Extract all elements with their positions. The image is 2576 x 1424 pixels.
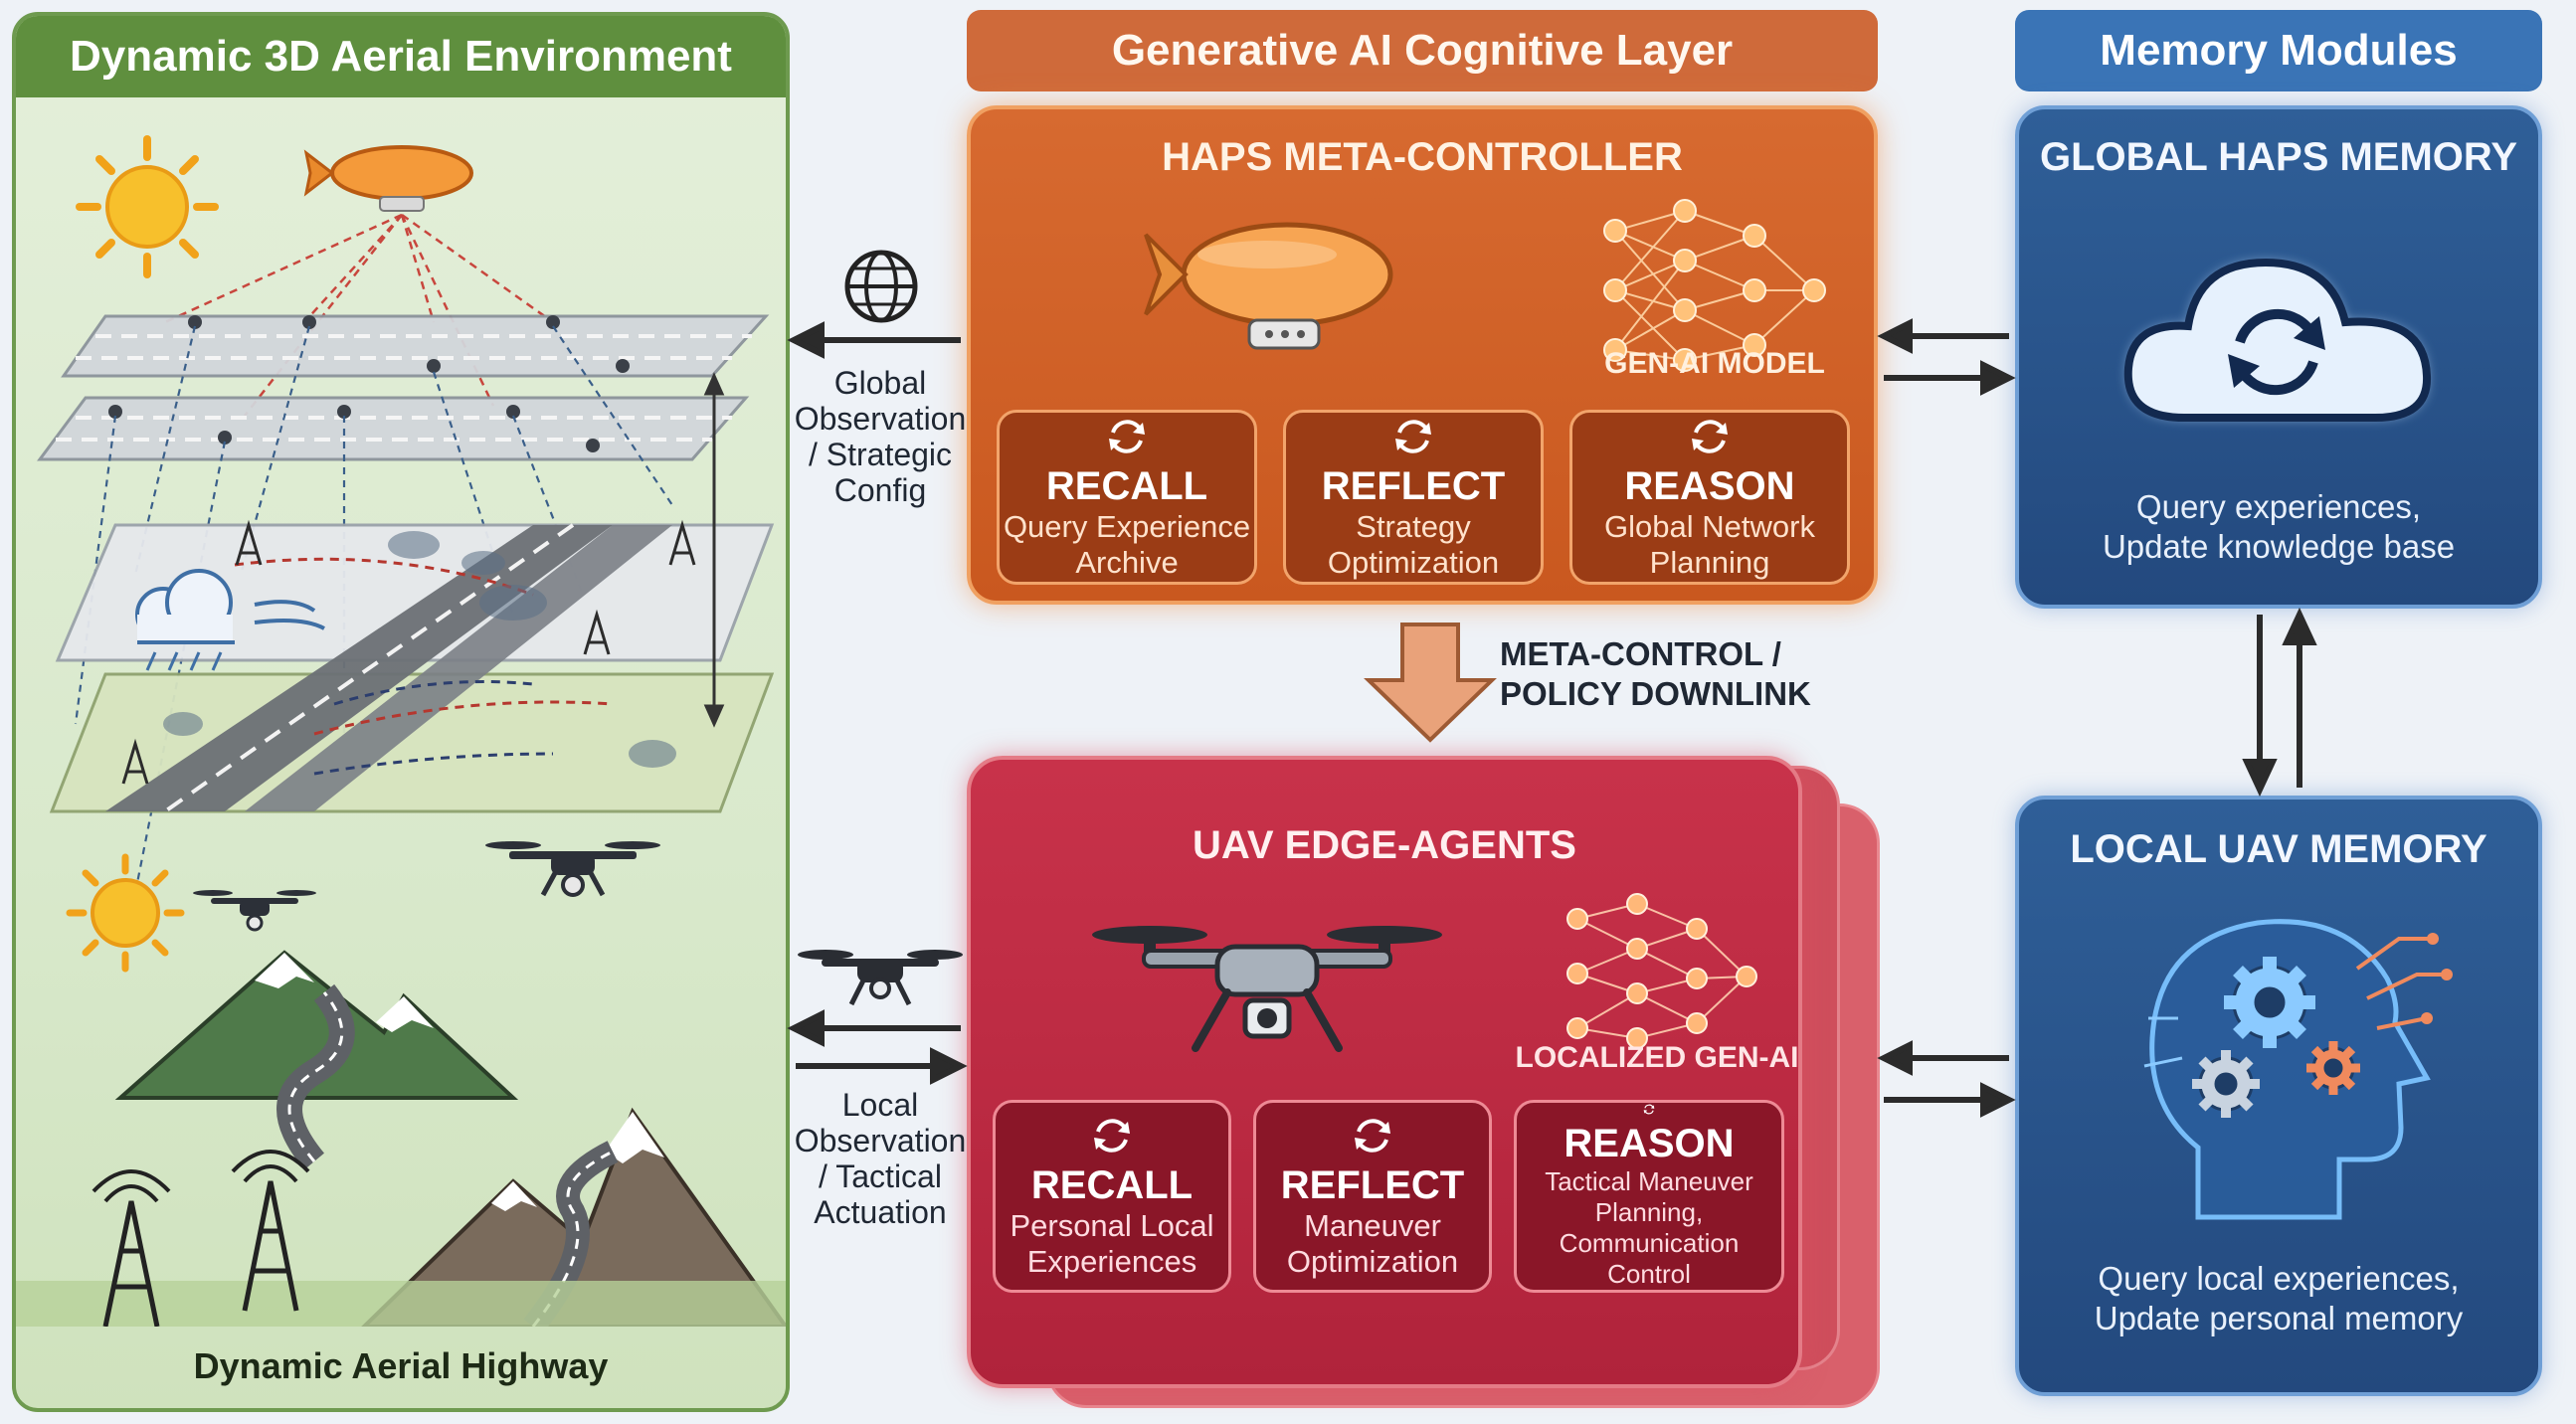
- environment-illustration: [16, 135, 786, 1327]
- haps-recall-card: RECALL Query Experience Archive: [997, 410, 1257, 585]
- global-memory-line1: Query experiences,: [2135, 488, 2422, 525]
- cell-tower-icon: [121, 519, 696, 785]
- uav-reflect-card: REFLECT Maneuver Optimization: [1253, 1100, 1492, 1293]
- haps-reflect-title: REFLECT: [1321, 463, 1506, 508]
- haps-recall-title: RECALL: [1045, 463, 1208, 508]
- local-memory-title: LOCAL UAV MEMORY: [2070, 826, 2487, 871]
- airship-icon: [1144, 222, 1393, 350]
- uav-reason-title: REASON: [1564, 1122, 1735, 1165]
- refresh-icon: [1355, 1118, 1390, 1153]
- global-obs-line4: Config: [833, 472, 927, 508]
- drone-icon: [798, 950, 963, 1006]
- haps-reflect-line2: Optimization: [1327, 544, 1500, 580]
- airship-icon: [303, 145, 473, 212]
- global-memory-title: GLOBAL HAPS MEMORY: [2039, 134, 2518, 179]
- cloud-sync-icon: [2123, 258, 2432, 422]
- global-memory-line2: Update knowledge base: [2102, 528, 2456, 565]
- haps-reason-title: REASON: [1624, 463, 1795, 508]
- local-obs-line3: / Tactical: [819, 1158, 942, 1194]
- local-uav-memory: LOCAL UAV MEMORY Query local experiences…: [2015, 796, 2542, 1396]
- drone-icon: [1092, 926, 1442, 1052]
- haps-recall-line1: Query Experience: [1003, 508, 1251, 544]
- uav-reflect-line2: Optimization: [1286, 1243, 1459, 1279]
- uav-edge-agents: UAV EDGE-AGENTS LOCALIZED GEN-AI RECALL: [967, 756, 1802, 1388]
- haps-recall-line2: Archive: [1075, 544, 1179, 580]
- haps-reason-card: REASON Global Network Planning: [1569, 410, 1850, 585]
- local-memory-desc: Query local experiences, Update personal…: [2019, 1249, 2538, 1348]
- environment-panel: Dynamic 3D Aerial Environment: [12, 12, 790, 1412]
- global-obs-line3: / Strategic: [808, 437, 953, 472]
- sun-icon: [66, 853, 185, 973]
- drone-icon: [193, 890, 316, 932]
- haps-reflect-card: REFLECT Strategy Optimization: [1283, 410, 1544, 585]
- downlink-arrow: [1364, 623, 1497, 743]
- uav-reason-line2: Planning,: [1594, 1197, 1704, 1227]
- global-obs-line1: Global: [833, 365, 927, 401]
- brain-gears-icon: [2143, 919, 2453, 1220]
- haps-reflect-line1: Strategy: [1356, 508, 1471, 544]
- uav-reason-line1: Tactical Maneuver: [1545, 1166, 1753, 1196]
- refresh-icon: [1692, 419, 1728, 453]
- uav-reflect-line1: Maneuver: [1304, 1207, 1441, 1243]
- observation-rays: [164, 213, 554, 417]
- sun-icon: [76, 135, 219, 278]
- cognitive-layer-title: Generative AI Cognitive Layer: [967, 10, 1878, 91]
- uav-recall-title: RECALL: [1030, 1162, 1194, 1207]
- haps-reason-line1: Global Network: [1604, 508, 1815, 544]
- global-obs-line2: Observation: [794, 401, 967, 437]
- local-obs-line2: Observation: [794, 1123, 967, 1158]
- uav-reason-line3: Communication Control: [1559, 1228, 1740, 1289]
- storm-cloud-icon: [135, 569, 325, 671]
- global-observation-label: Global Observation / Strategic Config: [786, 362, 975, 511]
- local-obs-line4: Actuation: [814, 1194, 947, 1230]
- uav-recall-line1: Personal Local: [1010, 1207, 1214, 1243]
- local-memory-line1: Query local experiences,: [2098, 1260, 2460, 1297]
- haps-meta-controller: HAPS META-CONTROLLER GEN-AI MODEL RECALL…: [967, 105, 1878, 605]
- uav-reason-card: REASON Tactical Maneuver Planning, Commu…: [1514, 1100, 1784, 1293]
- global-memory-desc: Query experiences, Update knowledge base: [2019, 477, 2538, 577]
- uav-recall-card: RECALL Personal Local Experiences: [993, 1100, 1231, 1293]
- refresh-icon: [1094, 1118, 1130, 1153]
- drone-icon: [485, 841, 660, 897]
- gen-ai-model-label: GEN-AI MODEL: [1604, 347, 1825, 380]
- uav-recall-line2: Experiences: [1026, 1243, 1197, 1279]
- refresh-icon: [1643, 1104, 1655, 1115]
- downlink-line1: META-CONTROL /: [1500, 635, 1781, 672]
- local-observation-label: Local Observation / Tactical Actuation: [786, 1084, 975, 1233]
- uav-reflect-title: REFLECT: [1280, 1162, 1465, 1207]
- downlink-label: META-CONTROL / POLICY DOWNLINK: [1500, 634, 1858, 718]
- mountain-icon: [114, 950, 519, 1170]
- uav-title: UAV EDGE-AGENTS: [1193, 822, 1576, 867]
- downlink-line2: POLICY DOWNLINK: [1500, 675, 1811, 712]
- local-obs-line1: Local: [841, 1087, 919, 1123]
- haps-reason-line2: Planning: [1649, 544, 1770, 580]
- neural-network-icon: [1603, 199, 1826, 372]
- neural-network-icon: [1566, 893, 1757, 1049]
- haps-title: HAPS META-CONTROLLER: [1162, 134, 1683, 179]
- refresh-icon: [1395, 419, 1431, 453]
- environment-footer: Dynamic Aerial Highway: [193, 1345, 609, 1386]
- refresh-icon: [1109, 419, 1145, 453]
- memory-modules-title: Memory Modules: [2015, 10, 2542, 91]
- globe-icon: [844, 250, 918, 323]
- localized-gen-ai-label: LOCALIZED GEN-AI: [1515, 1041, 1799, 1074]
- environment-title: Dynamic 3D Aerial Environment: [16, 16, 786, 97]
- local-memory-line2: Update personal memory: [2094, 1300, 2464, 1336]
- global-haps-memory: GLOBAL HAPS MEMORY Query experiences, Up…: [2015, 105, 2542, 609]
- cell-tower-icon: [92, 1150, 310, 1327]
